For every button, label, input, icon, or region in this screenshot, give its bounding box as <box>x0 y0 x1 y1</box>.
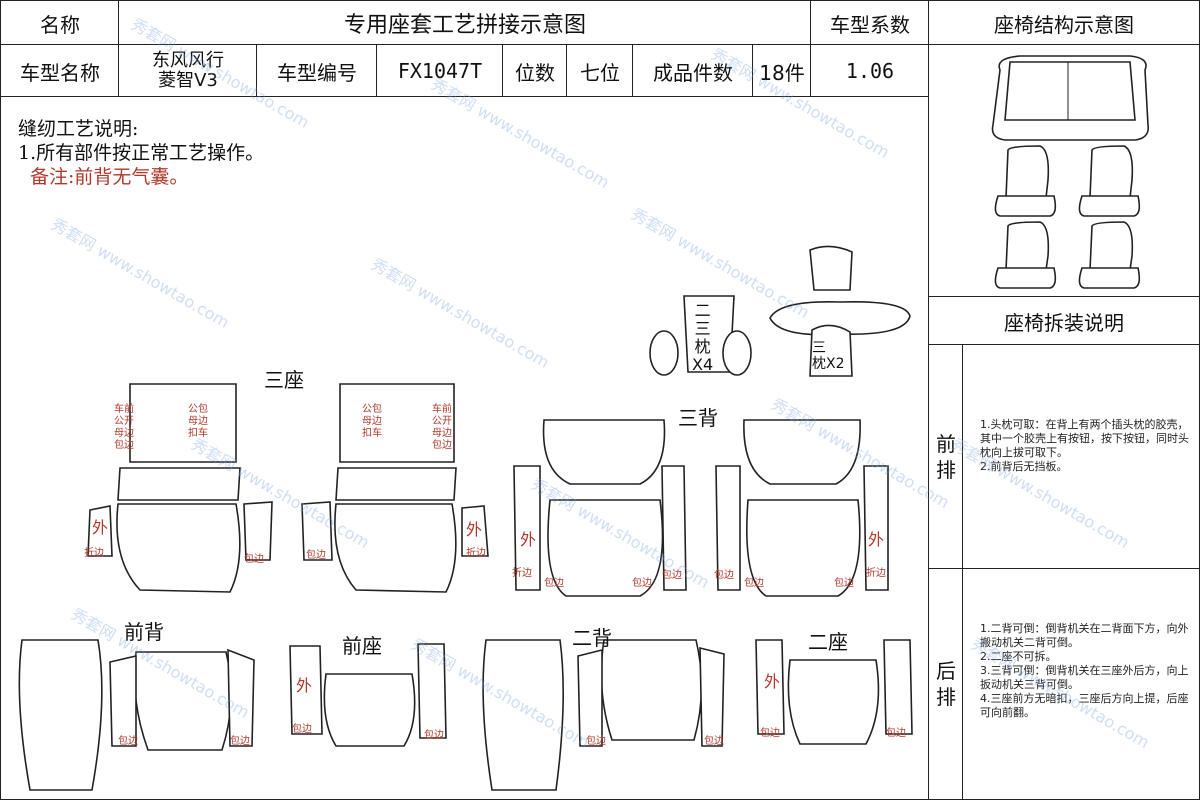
fold-edge-note: 折边 <box>866 568 886 579</box>
diagram-label-cell: 座椅结构示意图 <box>928 0 1200 46</box>
pieces-value: 18件 <box>759 60 805 85</box>
wrap-edge-note: 包边 <box>662 570 682 581</box>
note-buckle-left: 公包 母边 扣车 <box>188 404 208 439</box>
model-code-label-cell: 车型编号 <box>256 44 378 98</box>
label-headrest-23: 二 三 枕 X4 <box>692 301 714 374</box>
wrap-edge-note: 包边 <box>632 578 652 589</box>
model-name-label-cell: 车型名称 <box>0 44 120 98</box>
front-row-notes: 1.头枕可取：在背上有两个插头枕的胶壳，其中一个胶壳上有按钮，按下按钮，同时头枕… <box>980 418 1189 473</box>
instructions-heading: 缝纫工艺说明: <box>18 118 139 140</box>
coef-value: 1.06 <box>845 59 895 83</box>
label-third-seat: 三座 <box>264 368 304 392</box>
coef-cell: 1.06 <box>810 44 930 98</box>
instructions-line1: 1.所有部件按正常工艺操作。 <box>18 142 265 164</box>
wrap-edge-note: 包边 <box>230 736 250 747</box>
outer-mark: 外 <box>296 676 313 695</box>
outer-mark: 外 <box>92 518 109 537</box>
seats-label: 位数 <box>515 60 555 85</box>
wrap-edge-note: 包边 <box>244 554 264 565</box>
wrap-edge-note: 包边 <box>704 736 724 747</box>
wrap-edge-note: 包边 <box>744 578 764 589</box>
fold-edge-note: 折边 <box>466 548 486 559</box>
diagram-label: 座椅结构示意图 <box>994 12 1134 37</box>
pieces-label: 成品件数 <box>653 60 733 85</box>
model-name-label: 车型名称 <box>20 60 100 85</box>
model-code: FX1047T <box>397 59 483 83</box>
fold-edge-note: 折边 <box>84 548 104 559</box>
wrap-edge-note: 包边 <box>544 578 564 589</box>
instructions-remark: 备注:前背无气囊。 <box>30 166 189 188</box>
seats-label-cell: 位数 <box>502 44 568 98</box>
coef-label: 车型系数 <box>830 12 910 37</box>
label-second-back: 二背 <box>572 626 612 650</box>
outer-mark: 外 <box>764 672 781 691</box>
rear-row-notes-cell <box>962 568 1200 800</box>
coef-label-cell: 车型系数 <box>810 0 930 46</box>
wrap-edge-note: 包边 <box>714 570 734 581</box>
note-buckle-right: 公包 母边 扣车 <box>362 404 382 439</box>
note-car-front-right: 车前 公开 母边 包边 <box>432 404 452 451</box>
rear-row-label: 后 排 <box>936 659 956 709</box>
label-front-seat: 前座 <box>342 634 382 658</box>
pieces-label-cell: 成品件数 <box>632 44 754 98</box>
pieces-cell: 18件 <box>752 44 812 98</box>
wrap-edge-note: 包边 <box>118 736 138 747</box>
note-car-front-left: 车前 公开 母边 包边 <box>114 404 134 451</box>
wrap-edge-note: 包边 <box>306 550 326 561</box>
model-code-cell: FX1047T <box>376 44 504 98</box>
name-label: 名称 <box>40 12 80 37</box>
outer-mark: 外 <box>520 530 537 549</box>
model-name: 东风风行 菱智V3 <box>152 50 224 91</box>
outer-mark: 外 <box>466 520 483 539</box>
seat-structure-diagram <box>991 55 1150 289</box>
model-code-label: 车型编号 <box>277 60 357 85</box>
front-row-label-cell: 前 排 <box>928 344 964 570</box>
label-headrest-3: 三 枕X2 <box>812 340 845 372</box>
model-name-cell: 东风风行 菱智V3 <box>118 44 258 98</box>
name-label-cell: 名称 <box>0 0 120 46</box>
wrap-edge-note: 包边 <box>424 730 444 741</box>
page-title: 专用座套工艺拼接示意图 <box>343 13 586 38</box>
fold-edge-note: 折边 <box>512 568 532 579</box>
wrap-edge-note: 包边 <box>834 578 854 589</box>
rear-row-notes: 1.二背可倒：倒背机关在二背面下方，向外搬动机关二背可倒。 2.二座不可拆。 3… <box>980 622 1189 719</box>
wrap-edge-note: 包边 <box>292 724 312 735</box>
wrap-edge-note: 包边 <box>586 736 606 747</box>
front-row-label: 前 排 <box>936 432 956 482</box>
label-third-back: 三背 <box>678 406 718 430</box>
disassembly-title-cell: 座椅拆装说明 <box>928 296 1200 346</box>
label-front-back: 前背 <box>124 620 164 644</box>
wrap-edge-note: 包边 <box>760 728 780 739</box>
label-second-seat: 二座 <box>808 630 848 654</box>
wrap-edge-note: 包边 <box>886 728 906 739</box>
outer-mark: 外 <box>868 530 885 549</box>
seats-value: 七位 <box>580 60 620 85</box>
disassembly-title: 座椅拆装说明 <box>1004 310 1124 335</box>
